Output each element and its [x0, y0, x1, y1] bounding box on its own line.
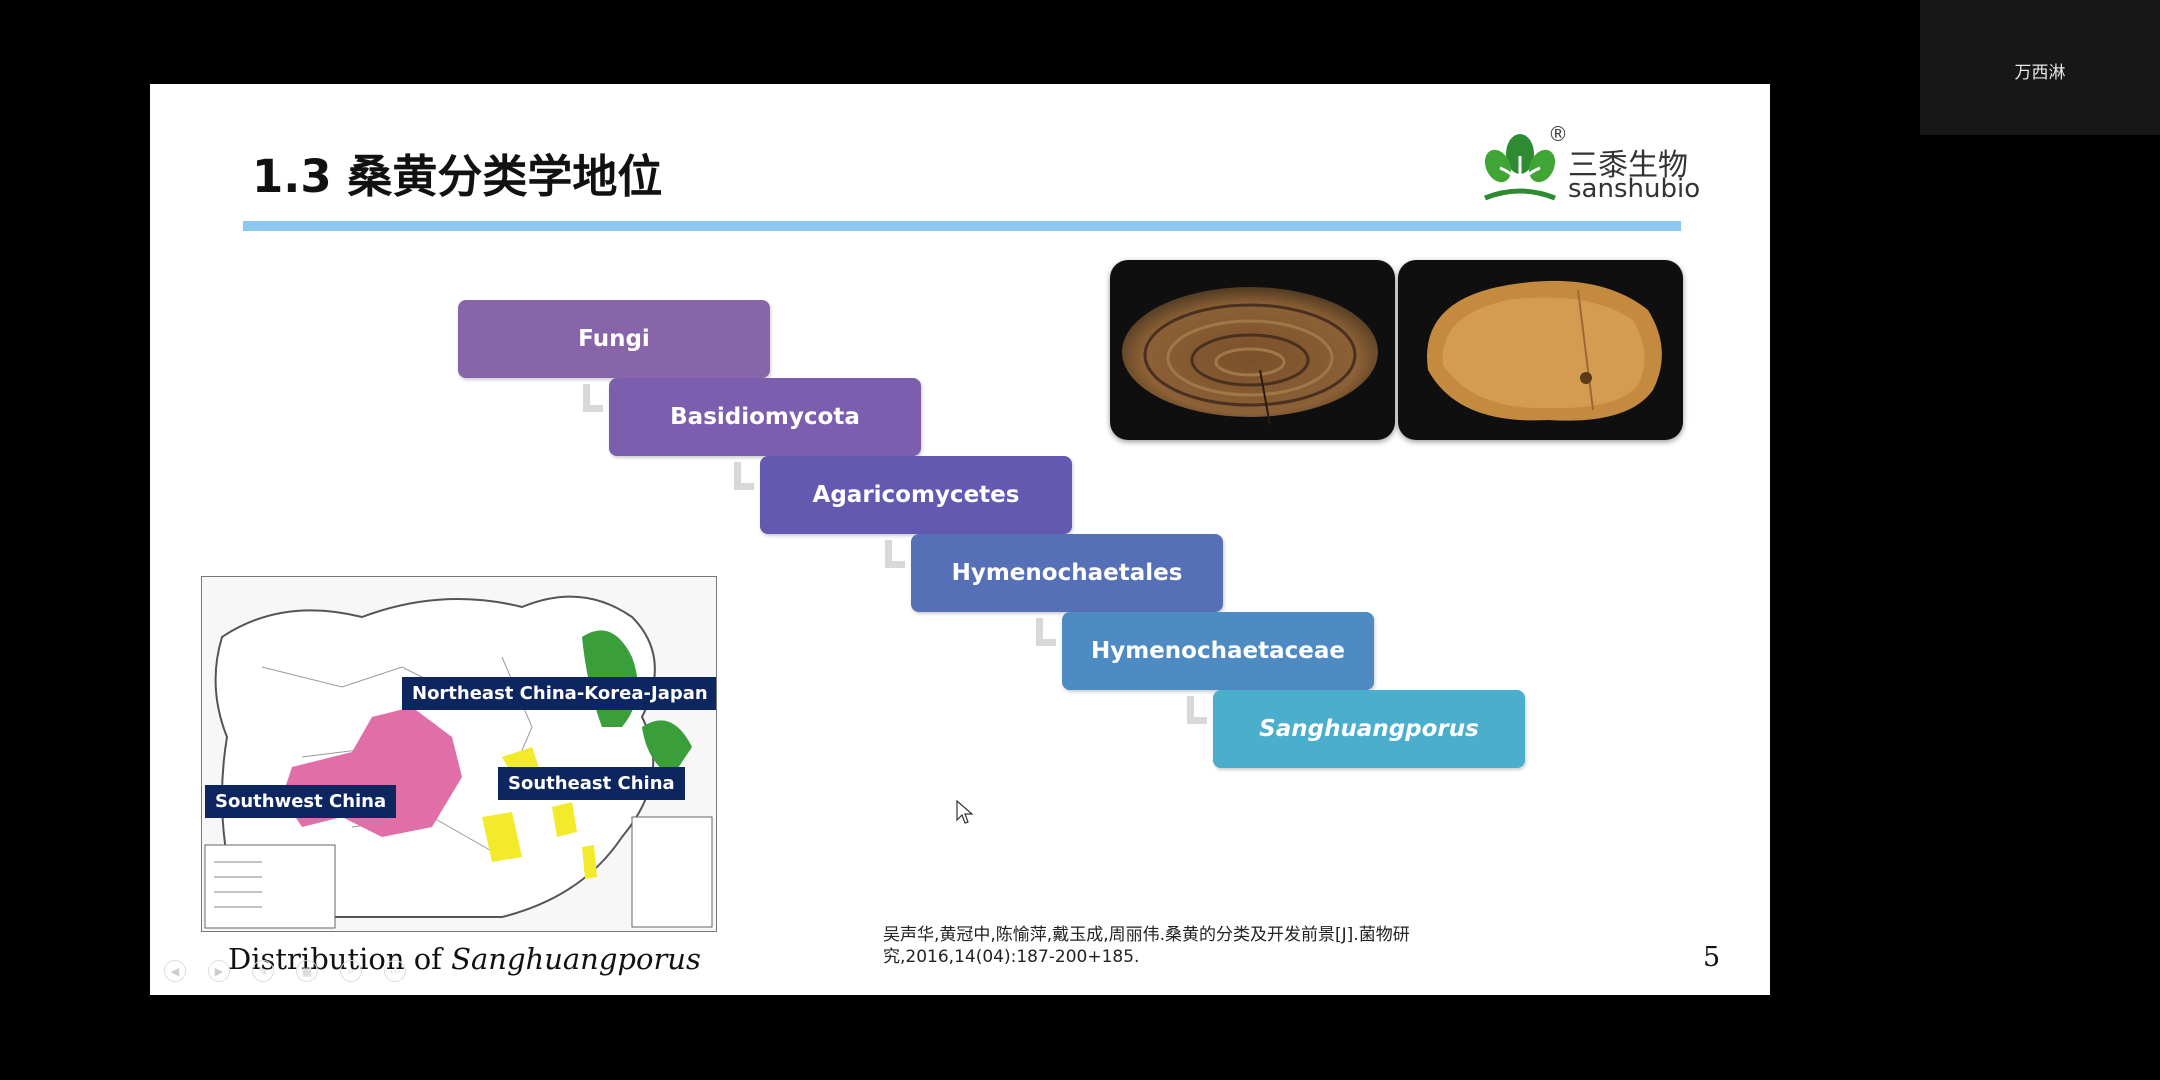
- map-caption-genus: Sanghuangporus: [451, 942, 701, 976]
- taxon-genus-label: Sanghuangporus: [1259, 716, 1479, 742]
- presentation-slide: 1.3 桑黄分类学地位 ® 三黍生物 sanshubio: [150, 84, 1770, 995]
- title-divider: [243, 221, 1681, 231]
- pen-icon[interactable]: ✎: [252, 960, 274, 982]
- taxon-family-label: Hymenochaetaceae: [1091, 638, 1345, 664]
- taxon-order-label: Hymenochaetales: [951, 560, 1183, 586]
- taxon-phylum-label: Basidiomycota: [670, 404, 860, 430]
- reference-citation: 吴声华,黄冠中,陈愉萍,戴玉成,周丽伟.桑黄的分类及开发前景[J].菌物研究,2…: [883, 925, 1410, 967]
- sanghuang-photo-underside: [1398, 260, 1683, 440]
- participant-name: 万西淋: [2014, 63, 2066, 83]
- taxon-kingdom: Fungi: [458, 300, 770, 378]
- company-logo: ® 三黍生物 sanshubio: [1480, 122, 1701, 206]
- mouse-pointer-icon: [956, 800, 974, 824]
- slides-grid-icon[interactable]: ▦: [296, 960, 318, 982]
- taxon-genus: Sanghuangporus: [1213, 690, 1525, 768]
- region-label-southwest: Southwest China: [205, 785, 397, 818]
- sanghuang-photo-top-view: [1110, 260, 1395, 440]
- slide-title: 1.3 桑黄分类学地位: [252, 150, 663, 203]
- distribution-map: Northeast China-Korea-Japan Southwest Ch…: [201, 576, 717, 932]
- china-map-graphic: [202, 577, 716, 931]
- sprout-logo-icon: [1484, 134, 1556, 201]
- taxon-class: Agaricomycetes: [760, 456, 1072, 534]
- logo-name-chinese: 三黍生物: [1568, 148, 1688, 183]
- taxon-connector: [1036, 618, 1056, 646]
- participant-tile[interactable]: 万西淋: [1920, 0, 2160, 135]
- taxon-kingdom-label: Fungi: [578, 326, 650, 352]
- taxon-family: Hymenochaetaceae: [1062, 612, 1374, 690]
- taxon-class-label: Agaricomycetes: [812, 482, 1020, 508]
- slideshow-controls: ◀ ▶ ✎ ▦ ⌕ ⋯: [164, 960, 406, 982]
- zoom-icon[interactable]: ⌕: [340, 960, 362, 982]
- next-slide-icon[interactable]: ▶: [208, 960, 230, 982]
- region-label-southeast: Southeast China: [498, 767, 685, 800]
- taxon-phylum: Basidiomycota: [609, 378, 921, 456]
- logo-name-english: sanshubio: [1568, 174, 1701, 204]
- page-number: 5: [1703, 942, 1721, 973]
- region-label-northeast: Northeast China-Korea-Japan: [402, 677, 716, 710]
- taxon-connector: [583, 384, 603, 412]
- previous-slide-icon[interactable]: ◀: [164, 960, 186, 982]
- taxon-connector: [885, 540, 905, 568]
- taxon-connector: [734, 462, 754, 490]
- taxon-connector: [1187, 696, 1207, 724]
- registered-mark: ®: [1548, 122, 1568, 146]
- taxon-order: Hymenochaetales: [911, 534, 1223, 612]
- more-options-icon[interactable]: ⋯: [384, 960, 406, 982]
